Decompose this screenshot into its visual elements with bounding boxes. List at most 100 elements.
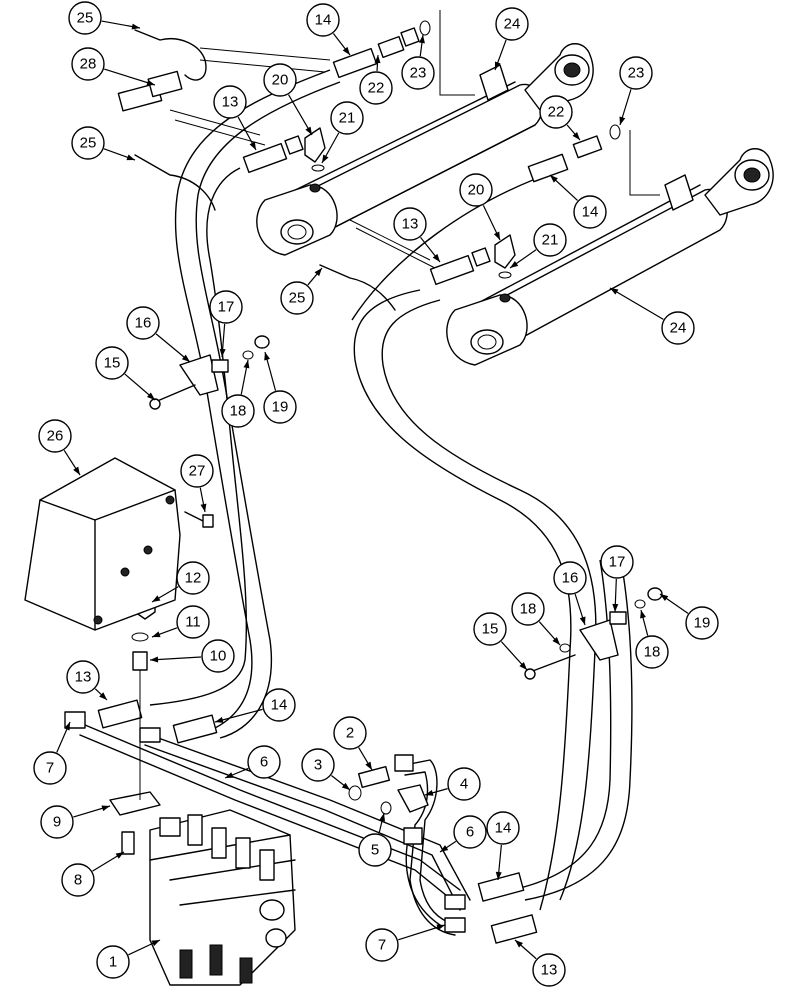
callout-arrowhead — [619, 116, 626, 125]
callout-number: 2 — [346, 725, 354, 742]
callout-circle — [40, 805, 74, 839]
callout-20: 20 — [263, 63, 313, 136]
callout-circle — [301, 748, 335, 782]
callout-4: 4 — [424, 767, 481, 801]
callout-circle — [401, 56, 435, 90]
callout-circle — [247, 745, 281, 779]
callout-arrowhead — [550, 175, 558, 183]
callout-number: 7 — [46, 760, 54, 777]
callout-17: 17 — [209, 290, 243, 358]
callout-number: 21 — [542, 232, 559, 249]
callout-arrowhead — [432, 253, 440, 262]
callout-arrowhead — [152, 595, 161, 602]
callout-circle — [330, 101, 364, 135]
callout-arrowhead — [249, 141, 256, 150]
callout-14: 14 — [306, 3, 351, 56]
callout-circle — [600, 545, 634, 579]
callout-24: 24 — [609, 287, 695, 345]
callout-number: 19 — [272, 399, 289, 416]
callout-circle — [333, 716, 367, 750]
callout-circle — [306, 3, 340, 37]
callout-arrowhead — [215, 717, 224, 723]
callout-number: 6 — [260, 754, 268, 771]
callout-circle — [176, 561, 210, 595]
callout-number: 14 — [315, 12, 332, 29]
callout-arrowhead — [181, 354, 190, 362]
callout-14: 14 — [214, 688, 296, 723]
callout-27: 27 — [180, 454, 214, 513]
callout-number: 18 — [230, 403, 247, 420]
callout-circle — [619, 56, 653, 90]
callout-number: 20 — [272, 72, 289, 89]
callout-circle — [661, 311, 695, 345]
hose-center-outer — [353, 289, 572, 911]
hose-right-outer — [351, 169, 561, 321]
callout-circle — [221, 394, 255, 428]
callout-arrowhead — [519, 662, 527, 670]
callout-arrowhead — [322, 154, 329, 163]
tube-6-upper — [84, 724, 461, 891]
callout-arrowhead — [341, 782, 350, 790]
callout-6: 6 — [439, 815, 487, 853]
callout-19: 19 — [659, 593, 719, 640]
callout-number: 8 — [74, 872, 82, 889]
hose-right-to-14-inner — [524, 554, 633, 901]
callout-7: 7 — [365, 924, 446, 962]
callout-arrowhead — [243, 360, 250, 369]
callout-arrowhead — [379, 813, 386, 822]
callout-arrowhead — [126, 154, 135, 161]
fittings — [64, 20, 663, 944]
callout-arrowhead — [219, 348, 226, 357]
callout-arrowhead — [151, 940, 160, 947]
callout-arrowhead — [101, 805, 110, 812]
callout-circle — [71, 126, 105, 160]
callout-circle — [262, 688, 296, 722]
callout-12: 12 — [151, 561, 210, 603]
callout-18: 18 — [511, 592, 561, 646]
callout-circle — [96, 945, 130, 979]
callout-number: 24 — [670, 320, 687, 337]
callout-number: 13 — [402, 216, 419, 233]
callout-number: 14 — [271, 697, 288, 714]
callout-arrowhead — [150, 656, 159, 663]
cylinder-lower — [446, 148, 774, 366]
callout-circle — [447, 767, 481, 801]
callout-5: 5 — [358, 812, 392, 867]
callout-19: 19 — [263, 351, 297, 424]
callout-28: 28 — [71, 47, 156, 86]
callout-circle — [635, 635, 669, 669]
callout-25: 25 — [71, 126, 136, 161]
callout-circle — [209, 290, 243, 324]
reference-lines — [139, 10, 660, 800]
callout-number: 18 — [520, 601, 537, 618]
callout-21: 21 — [321, 101, 364, 164]
callout-leader — [398, 924, 446, 941]
callout-arrowhead — [225, 772, 234, 778]
callout-circle — [573, 195, 607, 229]
callout-leader — [104, 68, 156, 86]
callout-circle — [280, 281, 314, 315]
callout-arrowhead — [64, 722, 70, 731]
callout-26: 26 — [38, 419, 81, 476]
callout-number: 13 — [75, 669, 92, 686]
control-valve — [149, 809, 296, 986]
hose-13-left-outer — [149, 167, 248, 706]
callout-arrowhead — [99, 692, 107, 700]
callout-circle — [685, 606, 719, 640]
callout-circle — [459, 173, 493, 207]
callout-arrowhead — [579, 616, 586, 625]
callout-circle — [263, 63, 297, 97]
callout-circle — [95, 346, 129, 380]
callout-17: 17 — [600, 545, 634, 613]
callout-circle — [38, 419, 72, 453]
callout-arrowhead — [146, 79, 155, 86]
callout-number: 16 — [135, 315, 152, 332]
callout-arrowhead — [612, 603, 619, 612]
callout-14: 14 — [549, 174, 607, 229]
callout-16: 16 — [553, 561, 587, 626]
callout-circle — [263, 390, 297, 424]
callout-circle — [358, 833, 392, 867]
callout-number: 12 — [185, 570, 202, 587]
